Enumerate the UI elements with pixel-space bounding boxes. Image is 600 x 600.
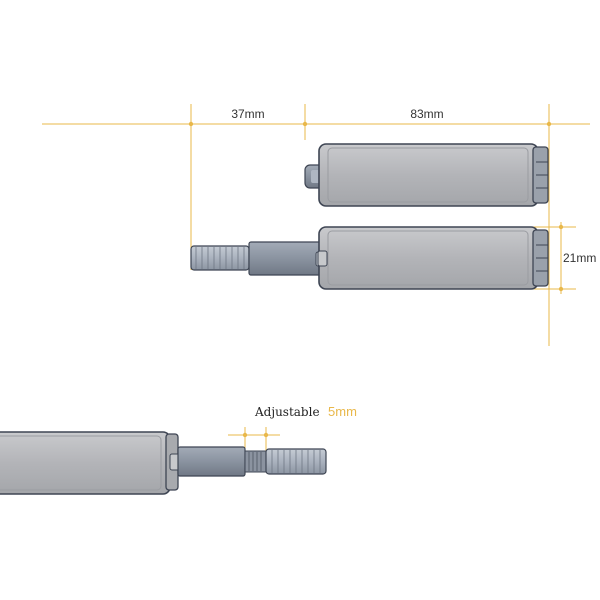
dimension-dot — [263, 432, 269, 438]
closeup-body-inner — [0, 435, 162, 491]
extended-body — [318, 226, 539, 290]
dimension-dot — [558, 286, 564, 292]
dimension-dot — [546, 121, 552, 127]
knurl-lines — [195, 247, 245, 269]
extended-body-inner — [327, 230, 529, 286]
retracted-button-highlight — [311, 170, 320, 183]
closeup-thread — [244, 450, 267, 473]
closeup-knurl-lines — [271, 450, 321, 473]
body-length-label: 83mm — [410, 107, 443, 121]
latch-extended — [190, 226, 549, 290]
retracted-body-inner — [327, 147, 529, 203]
adjustment-closeup — [0, 431, 327, 495]
adjustable-label: Adjustable — [254, 405, 320, 419]
adjustable-caption: Adjustable 5mm — [254, 403, 357, 420]
body-height-label: 21mm — [563, 251, 596, 265]
latch-retracted — [304, 143, 549, 207]
retracted-body — [318, 143, 539, 207]
closeup-body — [0, 431, 171, 495]
dimension-dot — [242, 432, 248, 438]
body-nub — [317, 250, 328, 267]
thread-lines — [248, 452, 262, 471]
dimension-dots — [188, 121, 564, 438]
extended-rod — [248, 241, 324, 276]
plunger-length-label: 37mm — [231, 107, 264, 121]
closeup-rod — [177, 446, 246, 477]
dimension-dot — [558, 224, 564, 230]
adjustable-value: 5mm — [328, 404, 357, 419]
dimension-lines — [42, 104, 590, 453]
dimension-dot — [188, 121, 194, 127]
dimension-dot — [302, 121, 308, 127]
